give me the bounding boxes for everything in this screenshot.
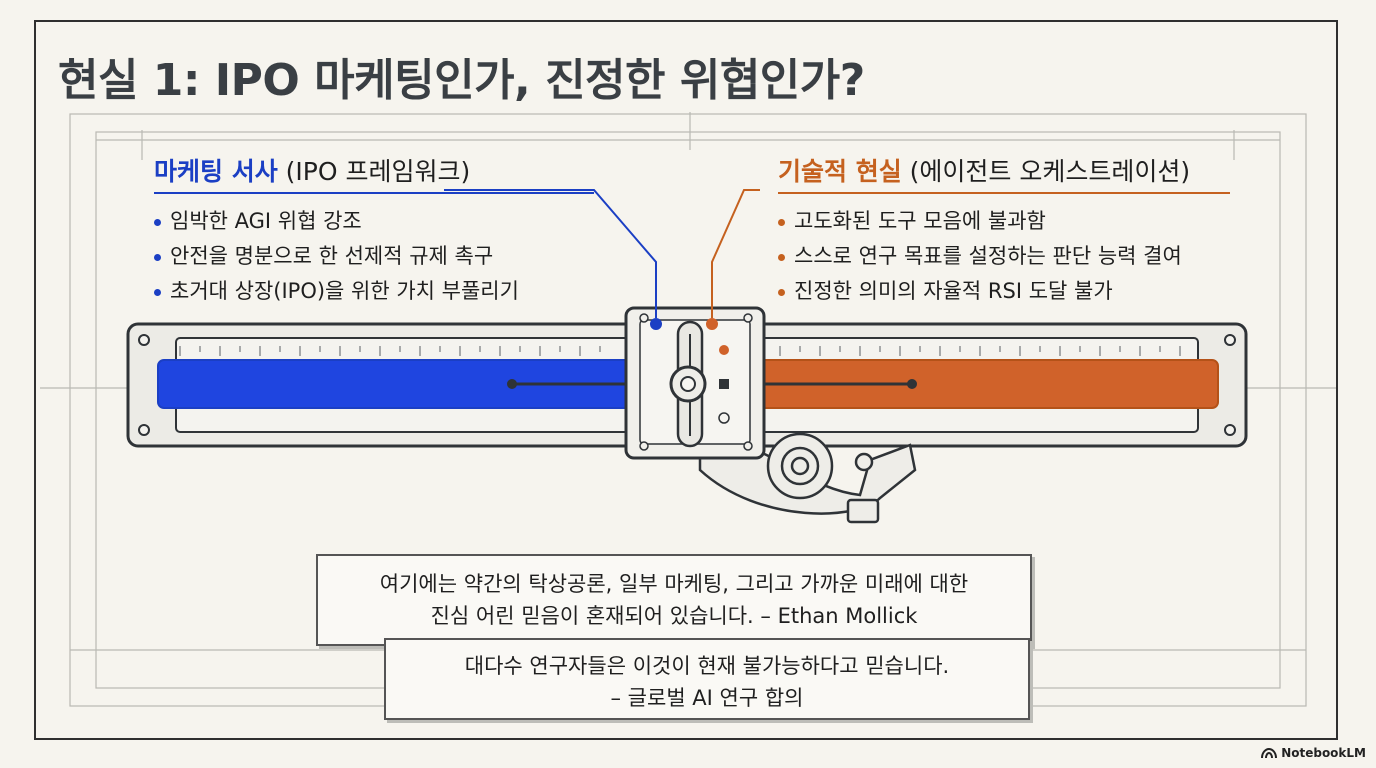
outer-frame — [34, 20, 1338, 740]
list-item: 진정한 의미의 자율적 RSI 도달 불가 — [778, 274, 1278, 309]
list-item: 스스로 연구 목표를 설정하는 판단 능력 결여 — [778, 239, 1278, 274]
page-title: 현실 1: IPO 마케팅인가, 진정한 위협인가? — [58, 55, 865, 106]
marketing-narrative-panel: 마케팅 서사 (IPO 프레임워크) 임박한 AGI 위협 강조 안전을 명분으… — [154, 152, 674, 309]
consensus-quote-box: 대다수 연구자들은 이것이 현재 불가능하다고 믿습니다. – 글로벌 AI 연… — [384, 638, 1030, 720]
heading-highlight: 기술적 현실 — [778, 157, 902, 186]
notebooklm-watermark: NotebookLM — [1261, 746, 1366, 760]
technical-bullet-list: 고도화된 도구 모음에 불과함 스스로 연구 목표를 설정하는 판단 능력 결여… — [778, 204, 1278, 309]
heading-subtitle: (에이전트 오케스트레이션) — [901, 157, 1191, 186]
quote-line: 진심 어린 믿음이 혼재되어 있습니다. – Ethan Mollick — [430, 604, 918, 628]
quote-line: – 글로벌 AI 연구 합의 — [610, 686, 804, 710]
marketing-narrative-heading: 마케팅 서사 (IPO 프레임워크) — [154, 152, 594, 194]
list-item: 임박한 AGI 위협 강조 — [154, 204, 674, 239]
list-item: 초거대 상장(IPO)을 위한 가치 부풀리기 — [154, 274, 674, 309]
quote-line: 대다수 연구자들은 이것이 현재 불가능하다고 믿습니다. — [464, 654, 950, 678]
list-item: 고도화된 도구 모음에 불과함 — [778, 204, 1278, 239]
list-item: 안전을 명분으로 한 선제적 규제 촉구 — [154, 239, 674, 274]
heading-subtitle: (IPO 프레임워크) — [277, 157, 471, 186]
marketing-bullet-list: 임박한 AGI 위협 강조 안전을 명분으로 한 선제적 규제 촉구 초거대 상… — [154, 204, 674, 309]
technical-reality-panel: 기술적 현실 (에이전트 오케스트레이션) 고도화된 도구 모음에 불과함 스스… — [778, 152, 1278, 309]
technical-reality-heading: 기술적 현실 (에이전트 오케스트레이션) — [778, 152, 1230, 194]
brand-label: NotebookLM — [1281, 746, 1366, 760]
notebooklm-logo-icon — [1261, 747, 1278, 758]
heading-highlight: 마케팅 서사 — [154, 157, 278, 186]
quote-line: 여기에는 약간의 탁상공론, 일부 마케팅, 그리고 가까운 미래에 대한 — [379, 572, 969, 596]
mollick-quote-box: 여기에는 약간의 탁상공론, 일부 마케팅, 그리고 가까운 미래에 대한 진심… — [316, 554, 1032, 646]
